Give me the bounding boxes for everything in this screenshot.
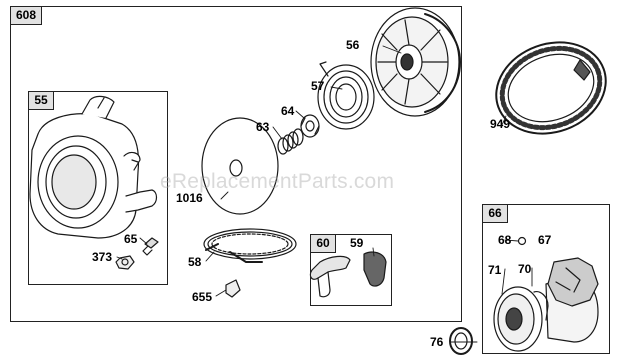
callout-655: 655 <box>192 290 213 304</box>
clutch-assembly-drawing <box>493 257 599 352</box>
callout-68: 68 <box>498 233 512 247</box>
box-label-60: 60 <box>310 234 336 253</box>
box-label-66: 66 <box>482 204 508 223</box>
callout-373: 373 <box>92 250 113 264</box>
retainer-drawing <box>300 114 320 138</box>
callout-67: 67 <box>538 233 552 247</box>
callout-56: 56 <box>346 38 360 52</box>
starter-grip-drawing <box>309 251 387 298</box>
rope-clip-drawing <box>225 279 241 298</box>
assembly-box-608 <box>10 6 462 322</box>
box-label-608: 608 <box>10 6 42 25</box>
ball-drawing <box>517 236 527 246</box>
callout-1016: 1016 <box>176 191 203 205</box>
rotating-screen-drawing <box>495 41 607 135</box>
callout-65: 65 <box>124 232 138 246</box>
callout-63: 63 <box>256 120 270 134</box>
screw-drawing <box>142 237 159 256</box>
nut-drawing <box>115 255 135 270</box>
starter-housing-drawing <box>29 95 158 239</box>
box-label-55: 55 <box>28 91 54 110</box>
friction-plate-drawing <box>201 117 279 215</box>
callout-949: 949 <box>490 117 511 131</box>
grip-box-60 <box>310 234 392 306</box>
callout-76: 76 <box>430 335 444 349</box>
starter-pulley-drawing <box>370 7 461 117</box>
callout-70: 70 <box>518 262 532 276</box>
seal-drawing <box>449 327 473 355</box>
callout-71: 71 <box>488 263 502 277</box>
compression-spring-drawing <box>277 128 304 155</box>
callout-59: 59 <box>350 236 364 250</box>
leader-lines <box>116 45 533 343</box>
callout-64: 64 <box>281 104 295 118</box>
clutch-box-66 <box>482 204 610 354</box>
callout-58: 58 <box>188 255 202 269</box>
rewind-spring-drawing <box>317 61 375 130</box>
callout-57: 57 <box>311 79 325 93</box>
housing-box-55 <box>28 91 168 285</box>
starter-rope-drawing <box>203 228 297 263</box>
